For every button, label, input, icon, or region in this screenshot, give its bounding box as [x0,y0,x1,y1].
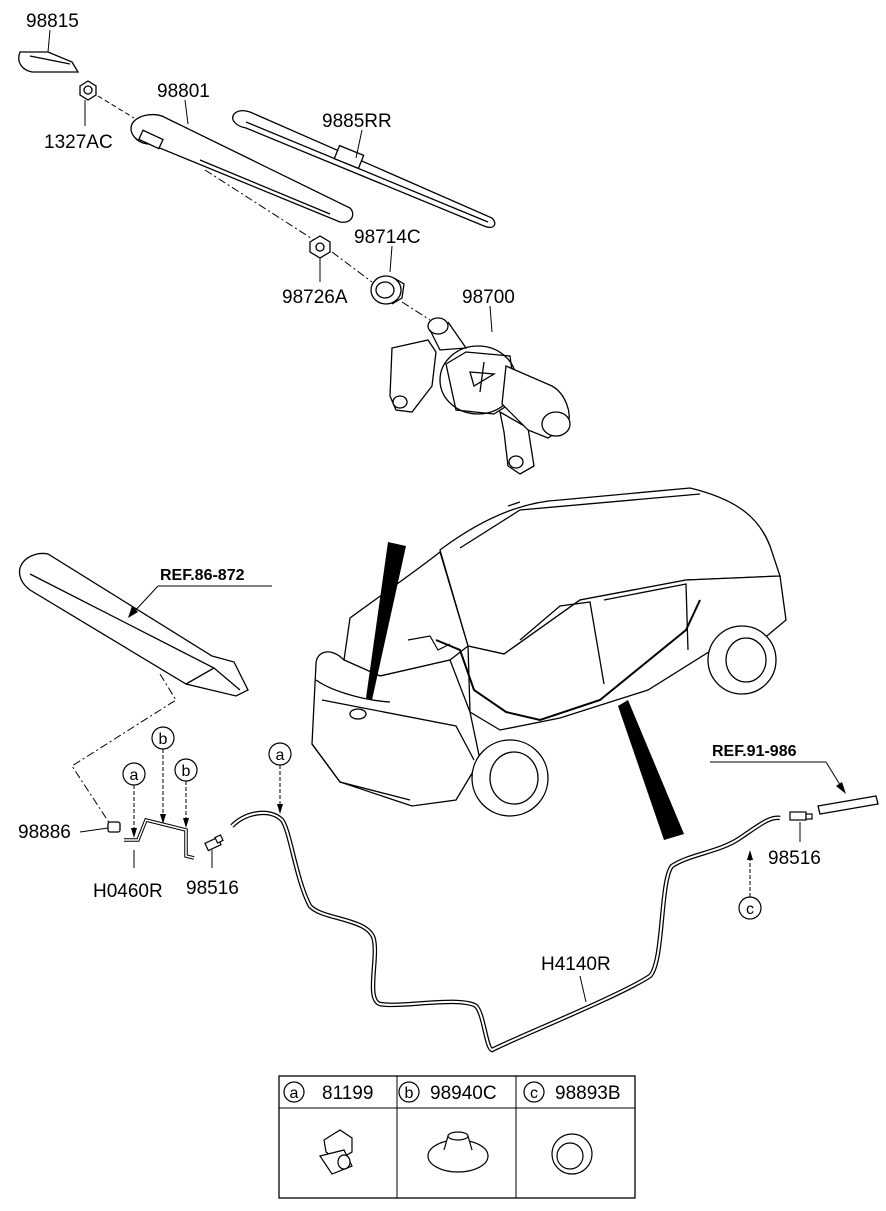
label-98726a: 98726A [282,287,348,308]
label-98516-left: 98516 [186,878,239,899]
nut-1327ac-shape [79,80,97,101]
wiper-arm-shape [130,113,354,223]
label-98516-right: 98516 [768,848,821,869]
grommet-98714c-shape [370,275,405,305]
nozzle-98886-shape [107,821,121,833]
legend-a-letter: a [290,1085,299,1102]
ref-washer-label: REF.91-986 [712,743,797,760]
legend-c-part: 98893B [555,1083,621,1104]
clip-98940c-shape [427,1131,489,1173]
legend-b-letter: b [405,1085,414,1102]
nut-98726a-shape [309,235,331,259]
ref-spoiler-label: REF.86-872 [160,567,245,584]
wiper-cap-shape [18,51,80,73]
svg-text:b: b [159,731,168,748]
clip-81199-shape [319,1129,353,1175]
label-h0460r: H0460R [93,881,163,902]
callout-b-left-2: b [174,758,198,828]
wiper-motor-shape [389,317,571,475]
washer-hose-ref-shape [817,795,879,815]
legend-b-part: 98940C [430,1083,497,1104]
label-98700: 98700 [462,287,515,308]
pointer-wedge-left [366,542,406,700]
label-98886: 98886 [18,822,71,843]
label-9885rr: 9885RR [322,111,392,132]
wiper-blade-shape [232,110,496,228]
label-98815: 98815 [26,11,79,32]
pointer-wedge-right [618,700,684,840]
callout-b-left-1: b [151,726,175,824]
connector-98516-right-shape [789,811,813,821]
grommet-98893b-shape [551,1133,593,1175]
svg-text:b: b [182,763,191,780]
label-1327ac: 1327AC [44,132,113,153]
legend-table: a 81199 b 98940C c 98893B [278,1075,636,1199]
svg-text:a: a [276,747,285,764]
callout-a-left: a [122,762,146,838]
svg-text:a: a [130,767,139,784]
label-h4140r: H4140R [541,954,611,975]
hose-h4140r-shape [230,810,781,1053]
spoiler-shape [18,552,249,697]
callout-c-right: c [738,850,762,920]
label-98801: 98801 [157,81,210,102]
svg-text:c: c [746,901,754,918]
callout-a-mid: a [268,742,292,814]
connector-98516-left-shape [204,834,224,852]
legend-a-part: 81199 [322,1083,373,1104]
vehicle-illustration [311,487,787,817]
legend-c-letter: c [530,1085,538,1102]
label-98714c: 98714C [354,227,421,248]
